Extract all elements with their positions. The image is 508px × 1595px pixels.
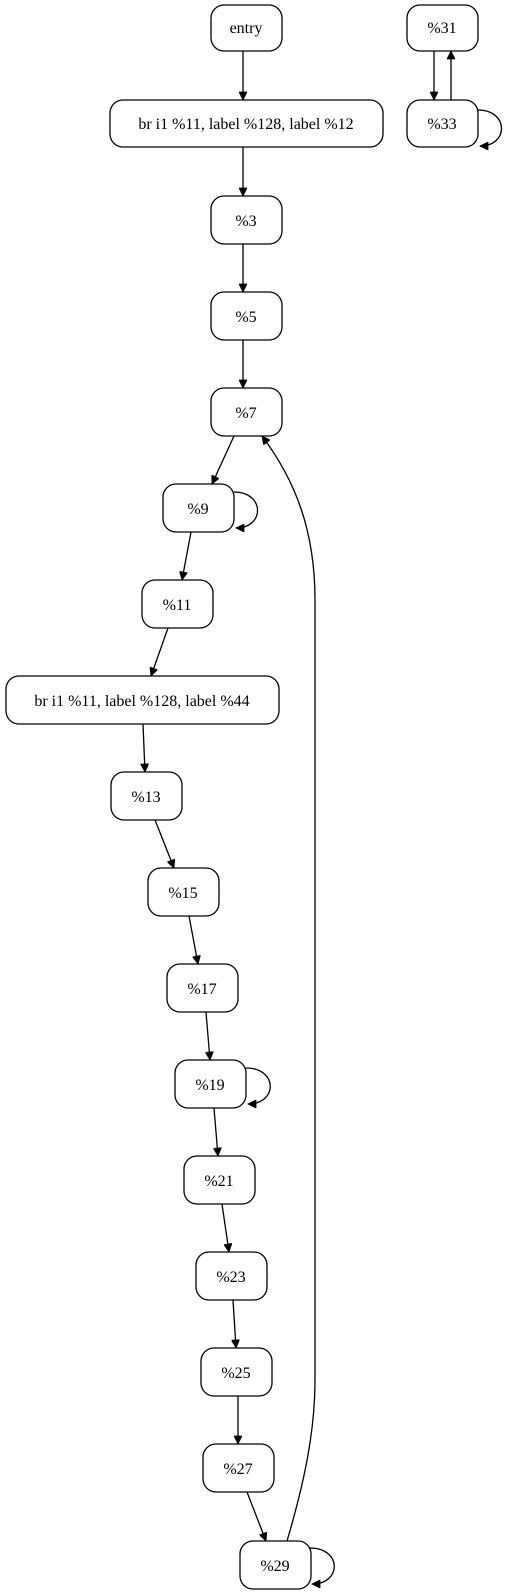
edge-br2-to-n13 xyxy=(143,723,145,772)
node-layer: entry br i1 %11, label %128, label %12 %… xyxy=(5,4,479,1590)
node-n7[interactable]: %7 xyxy=(210,387,283,437)
edge-n21-to-n23 xyxy=(221,1203,229,1252)
edge-n17-to-n19 xyxy=(206,1011,210,1060)
node-n7-label: %7 xyxy=(235,405,256,422)
edge-n9-to-n11 xyxy=(182,531,192,580)
node-n21-label: %21 xyxy=(204,1173,233,1190)
node-n23[interactable]: %23 xyxy=(195,1251,268,1301)
edge-n11-to-br2 xyxy=(151,627,169,676)
node-n25-label: %25 xyxy=(221,1365,250,1382)
edge-n9-self-loop xyxy=(233,491,259,528)
edge-n7-to-n9 xyxy=(212,435,235,484)
edge-n19-self-loop xyxy=(245,1067,271,1104)
node-entry-label: entry xyxy=(230,20,263,37)
node-n15-label: %15 xyxy=(168,885,197,902)
node-n29-label: %29 xyxy=(260,1558,289,1575)
node-n25[interactable]: %25 xyxy=(200,1347,273,1397)
node-n19[interactable]: %19 xyxy=(174,1059,247,1109)
node-n11-label: %11 xyxy=(163,597,192,614)
node-n17-label: %17 xyxy=(187,981,216,998)
node-n31[interactable]: %31 xyxy=(406,4,479,52)
node-n3-label: %3 xyxy=(235,213,256,230)
node-br2-label: br i1 %11, label %128, label %44 xyxy=(34,693,249,710)
node-entry[interactable]: entry xyxy=(210,4,283,52)
edge-n29-back-to-n7 xyxy=(262,436,316,1542)
node-br1[interactable]: br i1 %11, label %128, label %12 xyxy=(109,99,384,148)
node-n33-label: %33 xyxy=(427,116,456,133)
node-n11[interactable]: %11 xyxy=(141,579,214,629)
node-n17[interactable]: %17 xyxy=(166,963,239,1013)
node-br2[interactable]: br i1 %11, label %128, label %44 xyxy=(5,675,280,725)
node-n23-label: %23 xyxy=(216,1269,245,1286)
node-n19-label: %19 xyxy=(195,1077,224,1094)
node-n29[interactable]: %29 xyxy=(239,1540,312,1590)
edge-n29-self-loop xyxy=(309,1547,335,1584)
edge-n19-to-n21 xyxy=(214,1107,218,1156)
edge-n23-to-n25 xyxy=(233,1299,236,1348)
node-n5[interactable]: %5 xyxy=(210,291,283,341)
edge-n33-self-loop xyxy=(477,109,503,146)
node-n15[interactable]: %15 xyxy=(147,867,220,917)
node-br1-label: br i1 %11, label %128, label %12 xyxy=(138,116,353,133)
node-n5-label: %5 xyxy=(235,309,256,326)
node-n9[interactable]: %9 xyxy=(162,483,235,533)
node-n21[interactable]: %21 xyxy=(183,1155,256,1205)
node-n9-label: %9 xyxy=(187,501,208,518)
node-n31-label: %31 xyxy=(427,20,456,37)
node-n27-label: %27 xyxy=(223,1461,252,1478)
edge-layer xyxy=(143,51,503,1584)
edge-n13-to-n15 xyxy=(154,819,174,868)
edge-n15-to-n17 xyxy=(188,915,198,964)
edge-n27-to-n29 xyxy=(246,1491,266,1541)
node-n13-label: %13 xyxy=(131,789,160,806)
node-n27[interactable]: %27 xyxy=(202,1443,275,1493)
node-n3[interactable]: %3 xyxy=(210,195,283,245)
node-n13[interactable]: %13 xyxy=(110,771,183,821)
node-n33[interactable]: %33 xyxy=(406,99,479,148)
